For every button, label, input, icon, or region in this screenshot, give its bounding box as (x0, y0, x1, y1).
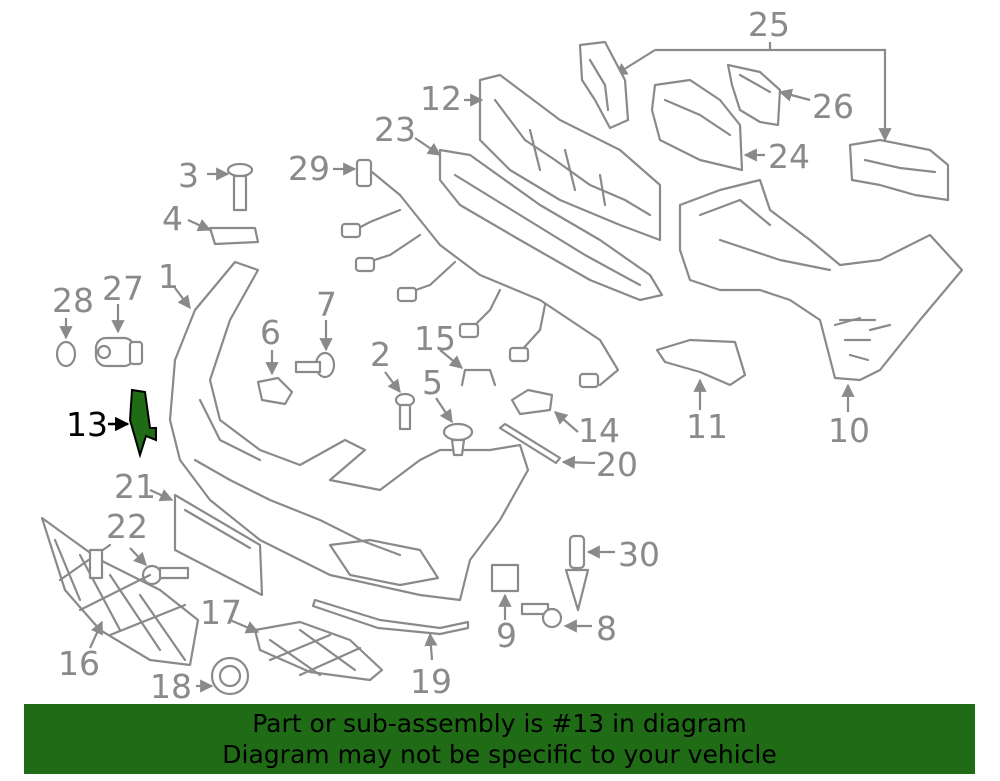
callout-7: 7 (316, 285, 337, 324)
callout-21: 21 (114, 467, 156, 506)
part-3-screw[interactable] (207, 162, 254, 212)
part-27-sensor[interactable] (94, 304, 144, 368)
callout-3: 3 (178, 156, 199, 195)
callout-5: 5 (422, 363, 443, 402)
part-7-bolt[interactable] (294, 320, 336, 379)
part-29-wiring-harness[interactable] (333, 158, 620, 389)
part-23-impact-bar[interactable] (414, 137, 664, 302)
callout-22: 22 (106, 507, 148, 546)
callout-labels: 1 2 3 4 5 6 7 8 9 10 11 12 13 14 15 16 1… (52, 5, 870, 700)
callout-25: 25 (748, 5, 790, 44)
callout-20: 20 (596, 445, 638, 484)
callout-29: 29 (288, 149, 330, 188)
part-15-clip[interactable] (439, 349, 497, 387)
callout-9: 9 (496, 616, 517, 655)
callout-17: 17 (200, 593, 242, 632)
part-20-strip[interactable] (498, 422, 596, 469)
part-25-bracket-left[interactable] (578, 40, 630, 130)
callout-13: 13 (66, 405, 108, 444)
callout-6: 6 (260, 313, 281, 352)
part-17-lower-grille[interactable] (229, 618, 384, 682)
callout-28: 28 (52, 281, 94, 320)
part-12-energy-absorber[interactable] (464, 73, 662, 242)
banner-line-1: Part or sub-assembly is #13 in diagram (252, 709, 747, 738)
part-13-highlighted[interactable] (108, 388, 157, 459)
callout-8: 8 (596, 609, 617, 648)
callout-27: 27 (102, 269, 144, 308)
part-22-screw[interactable] (129, 547, 190, 586)
callout-18: 18 (150, 667, 192, 700)
callout-10: 10 (828, 411, 870, 450)
callout-14: 14 (578, 411, 620, 450)
part-9-clip[interactable] (490, 563, 520, 620)
part-26-bracket[interactable] (726, 63, 811, 127)
part-14-bracket[interactable] (510, 388, 579, 433)
callout-1: 1 (158, 257, 179, 296)
info-banner: Part or sub-assembly is #13 in diagram D… (24, 704, 975, 774)
part-6-retainer[interactable] (256, 350, 294, 406)
part-21-license-bracket[interactable] (149, 488, 264, 597)
callout-11: 11 (686, 407, 728, 446)
callout-30: 30 (618, 535, 660, 574)
part-28-ring[interactable] (55, 318, 77, 368)
part-16-grille[interactable] (40, 516, 200, 667)
part-8-bolt[interactable] (520, 602, 592, 633)
callout-25-leader (613, 42, 892, 142)
part-18-ring[interactable] (196, 656, 250, 696)
banner-line-2: Diagram may not be specific to your vehi… (222, 740, 777, 769)
callout-4: 4 (162, 199, 183, 238)
callout-24: 24 (768, 137, 810, 176)
callout-19: 19 (410, 662, 452, 700)
callout-15: 15 (414, 319, 456, 358)
part-2-screw[interactable] (384, 371, 416, 431)
part-5-clip[interactable] (435, 397, 474, 457)
part-11-bracket[interactable] (655, 338, 747, 410)
callout-12: 12 (420, 79, 462, 118)
part-24-absorber[interactable] (650, 78, 765, 172)
part-1-bumper-cover[interactable] (168, 260, 530, 602)
callout-16: 16 (58, 644, 100, 683)
callout-2: 2 (370, 335, 391, 374)
callout-23: 23 (374, 110, 416, 149)
callout-26: 26 (812, 87, 854, 126)
part-30-sensor[interactable] (564, 534, 615, 612)
part-10-carrier[interactable] (678, 178, 964, 412)
part-19-strip[interactable] (311, 598, 470, 661)
part-4-clip[interactable] (187, 218, 260, 246)
parts-diagram: 1 2 3 4 5 6 7 8 9 10 11 12 13 14 15 16 1… (40, 5, 964, 700)
part-25-bracket-right[interactable] (848, 138, 950, 202)
